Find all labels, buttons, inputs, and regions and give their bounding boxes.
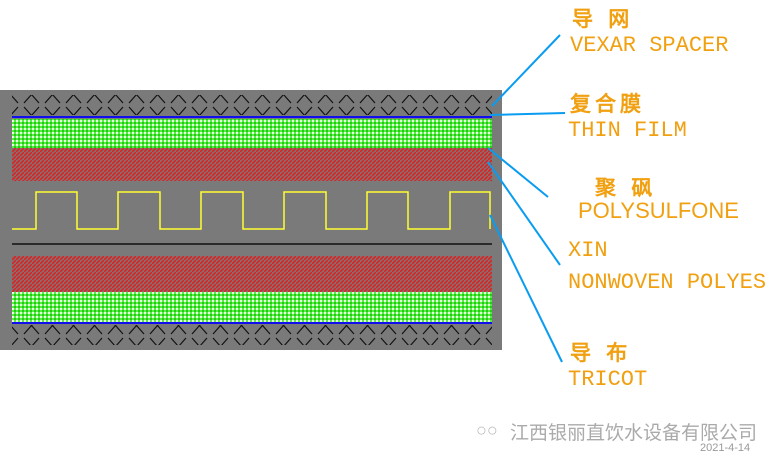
label-vexar-cn: 导 网 [572,6,634,31]
leader-film [489,112,566,116]
label-nonwoven-en: NONWOVEN POLYES [568,270,767,295]
watermark-date: 2021-4-14 [700,442,751,454]
thin-film-top [12,119,492,148]
thin-film-bottom [12,292,492,322]
leader-polysulfone [487,147,549,198]
vexar-spacer-top [12,95,492,115]
vexar-spacer-bottom [12,325,492,345]
label-vexar-en: VEXAR SPACER [570,33,729,58]
wechat-icon: ○○ [476,420,498,440]
label-polysulfone-en: POLYSULFONE [578,198,739,223]
leader-tricot [489,214,563,363]
leader-lines [487,34,566,363]
watermark-company: 江西银丽直饮水设备有限公司 [510,422,758,444]
polysulfone-top [12,148,492,181]
label-tricot-en: TRICOT [568,367,648,392]
label-nonwoven-cn: XIN [568,238,608,263]
leader-vexar [491,34,561,107]
leader-nonwoven [487,161,561,266]
nonwoven-wave [12,191,491,230]
label-film-cn: 复合膜 [570,91,645,116]
label-tricot-cn: 导 布 [570,340,632,365]
label-polysulfone-cn: 聚 砜 [595,175,657,200]
polysulfone-bottom [12,256,492,292]
label-film-en: THIN FILM [568,118,687,143]
